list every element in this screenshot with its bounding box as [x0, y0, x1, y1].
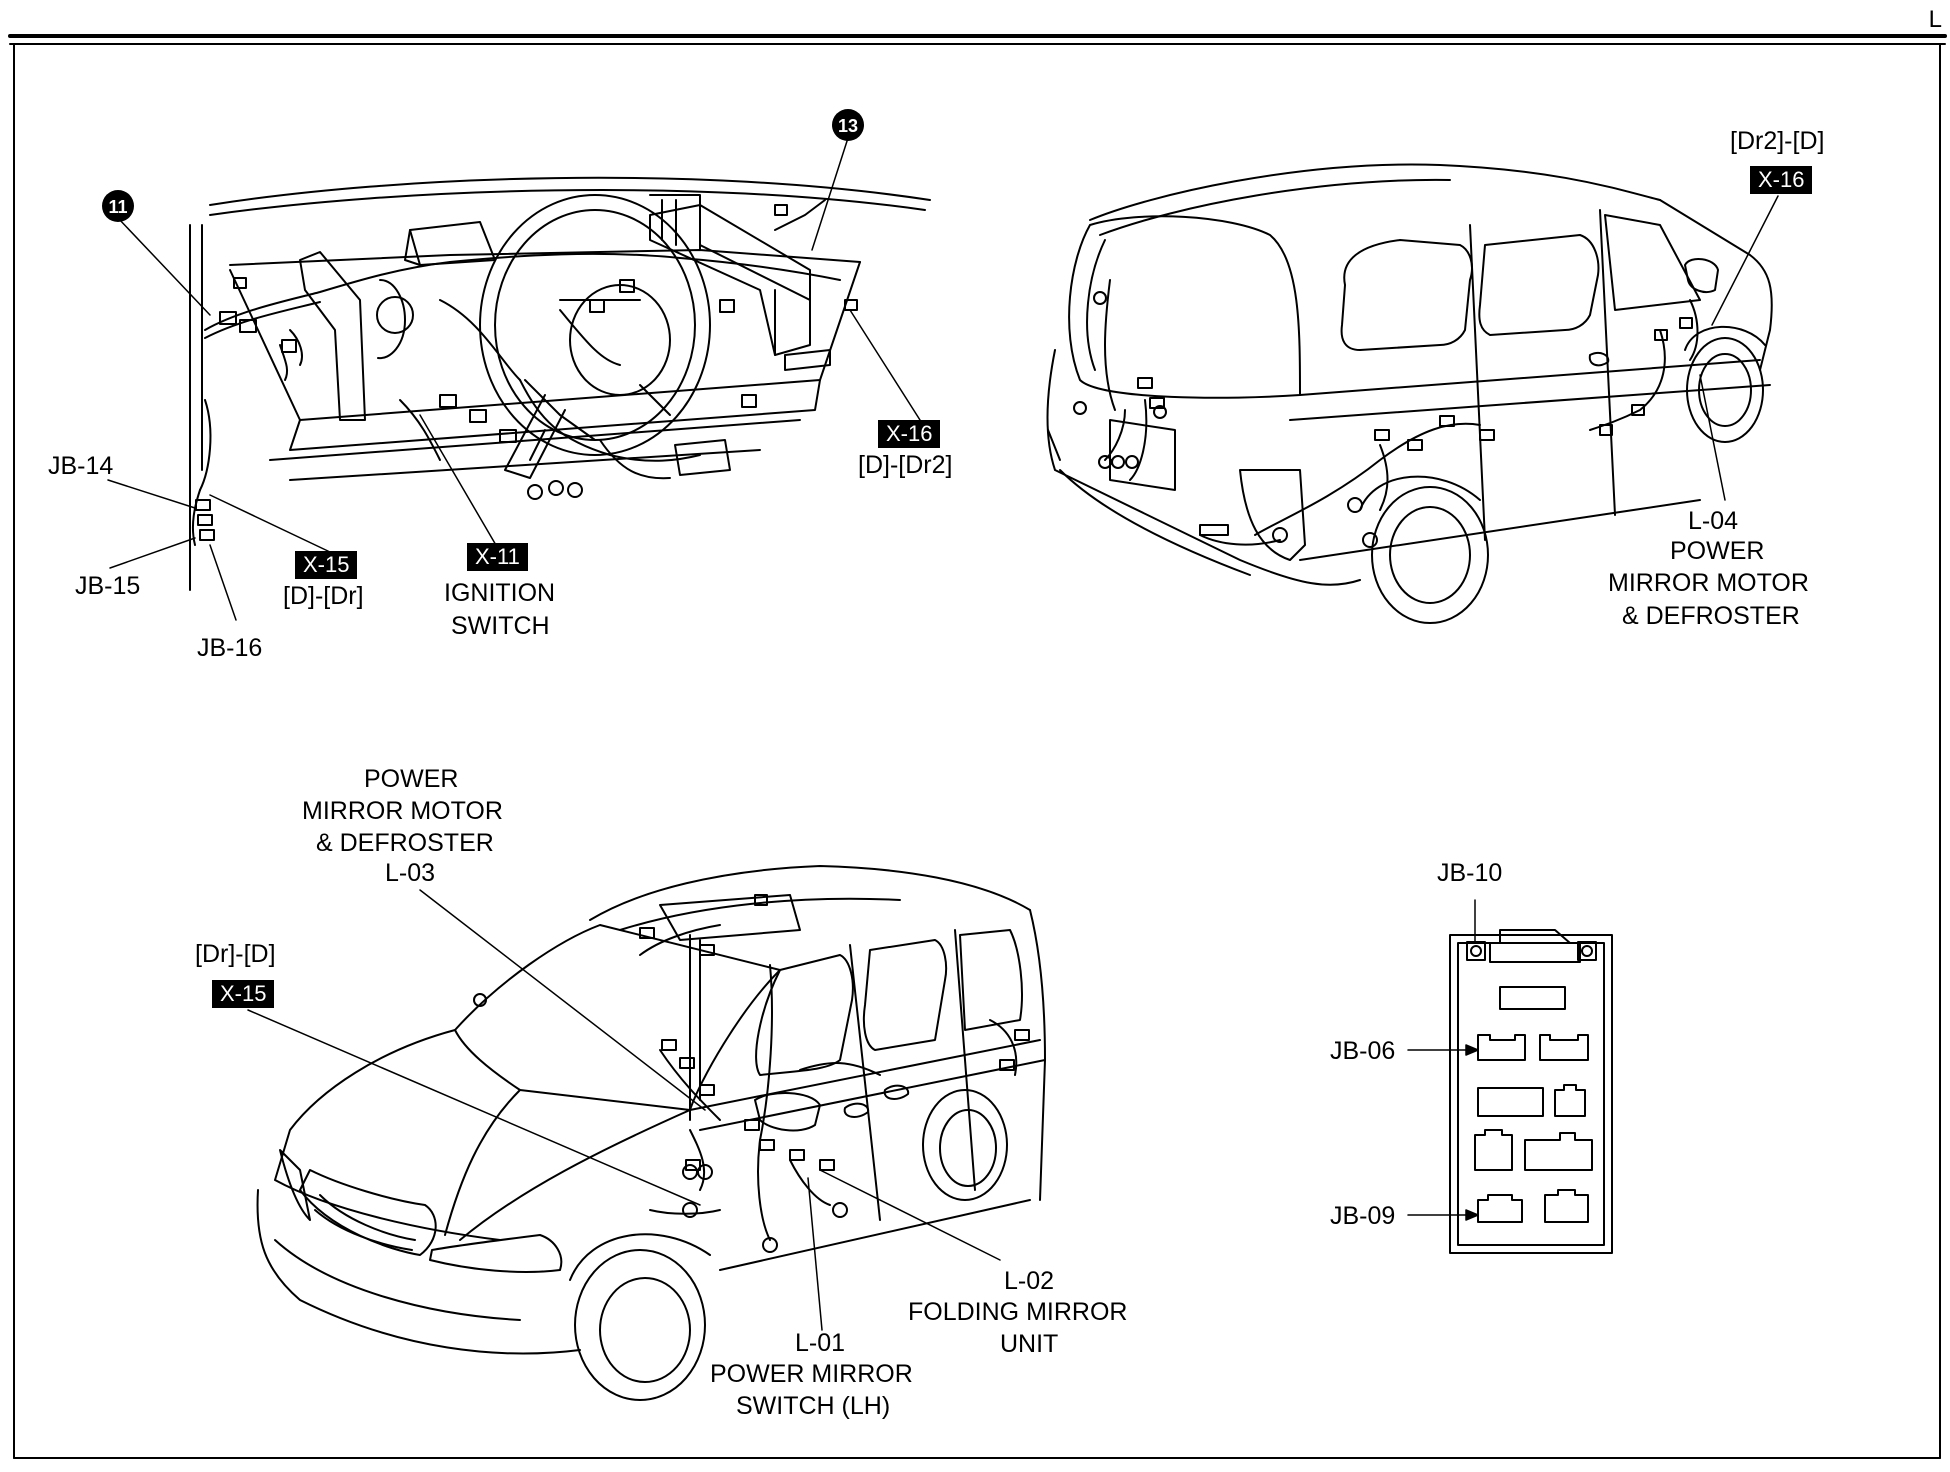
label-l01-switch-lh: SWITCH (LH) [736, 1392, 891, 1420]
label-jb-06: JB-06 [1330, 1037, 1396, 1065]
label-jb-15: JB-15 [75, 572, 141, 600]
rear-van-illustration [1046, 163, 1773, 624]
dashboard-leader-lines [107, 137, 921, 621]
page-frame [8, 34, 1947, 1459]
label-l04-power: POWER [1670, 537, 1765, 565]
label-l03-mirror-motor: MIRROR MOTOR [302, 797, 503, 825]
callout-11-label: 11 [108, 197, 127, 217]
callout-disc-11: 11 [102, 190, 134, 222]
front-van-illustration [256, 865, 1046, 1401]
label-l01-power-mirror: POWER MIRROR [710, 1360, 913, 1388]
label-l03-defroster: & DEFROSTER [316, 829, 494, 857]
page-corner-mark: L [1928, 6, 1942, 33]
label-l01-code: L-01 [795, 1329, 846, 1357]
label-l04-code: L-04 [1688, 507, 1739, 535]
callout-13-label: 13 [838, 116, 858, 136]
connector-tag-x16-dash: X-16 [878, 420, 941, 448]
label-l03-code: L-03 [385, 859, 436, 887]
label-ignition: IGNITION [444, 579, 556, 607]
connector-tag-x15-front: X-15 [212, 980, 275, 1008]
label-x15-front-pins: [Dr]-[D] [195, 940, 276, 968]
label-l02-folding-mirror: FOLDING MIRROR [908, 1298, 1128, 1326]
callout-disc-13: 13 [832, 109, 864, 141]
label-jb-09: JB-09 [1330, 1202, 1396, 1230]
label-l04-defroster: & DEFROSTER [1622, 602, 1800, 630]
dashboard-illustration [189, 176, 931, 591]
connector-tag-x11: X-11 [467, 543, 528, 571]
junction-box-leader-lines [1407, 899, 1479, 1221]
label-jb-10: JB-10 [1437, 859, 1503, 887]
label-x15-dash-pins: [D]-[Dr] [283, 582, 364, 610]
label-jb-16: JB-16 [197, 634, 263, 662]
label-l02-code: L-02 [1004, 1267, 1055, 1295]
junction-box-illustration [1449, 929, 1613, 1254]
connector-tag-x16-rear: X-16 [1750, 166, 1813, 194]
label-jb-14: JB-14 [48, 452, 114, 480]
label-l04-mirror-motor: MIRROR MOTOR [1608, 569, 1809, 597]
front-view-leader-lines [247, 889, 1001, 1331]
label-x16-rear-pins: [Dr2]-[D] [1730, 127, 1825, 155]
rear-view-leader-lines [1699, 195, 1779, 501]
label-switch: SWITCH [451, 612, 550, 640]
label-l02-unit: UNIT [1000, 1330, 1059, 1358]
connector-tag-x15-dash: X-15 [295, 551, 358, 579]
label-x16-dash-pins: [D]-[Dr2] [858, 451, 953, 479]
label-l03-power: POWER [364, 765, 459, 793]
